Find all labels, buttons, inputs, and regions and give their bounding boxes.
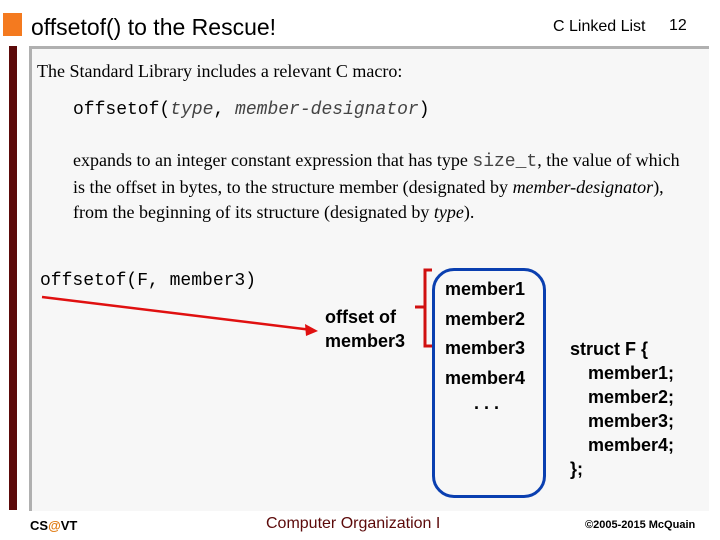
- footer-vt: VT: [60, 518, 78, 533]
- arg-member: member-designator: [235, 100, 419, 120]
- slide-number: 12: [669, 17, 687, 34]
- offset-label: offset of member3: [325, 305, 405, 353]
- offset-bracket: [415, 268, 432, 348]
- arg-sep: ,: [213, 100, 236, 120]
- member-item: member1: [445, 279, 526, 299]
- footer-at: @: [48, 518, 61, 533]
- struct-line: };: [570, 459, 583, 479]
- expl-part: , the value of which is the offset in by…: [73, 150, 680, 197]
- expl-part: ), from the beginning of its structure (…: [73, 177, 664, 222]
- offset-label-line: member3: [325, 331, 406, 351]
- struct-line: member4;: [588, 435, 675, 455]
- member-item: member3: [445, 338, 526, 358]
- expl-type: size_t: [472, 152, 538, 172]
- offset-label-line: offset of: [325, 307, 396, 327]
- member-item: member2: [445, 308, 526, 329]
- struct-line: member1;: [588, 363, 675, 383]
- member-item: member4: [445, 367, 526, 388]
- arrow-line: [41, 295, 313, 332]
- struct-line: struct F {: [570, 339, 649, 359]
- expl-md: member-designator: [512, 177, 654, 197]
- explanation-text: expands to an integer constant expressio…: [73, 148, 693, 225]
- title-accent-square: [3, 13, 22, 36]
- struct-line: member2;: [588, 387, 675, 407]
- expl-t: type: [433, 202, 464, 222]
- ellipsis: . . .: [474, 393, 500, 413]
- arrow-head-icon: [305, 324, 318, 336]
- struct-memory-box: [432, 268, 546, 498]
- footer-cs: CS: [30, 518, 49, 533]
- macro-signature: offsetof(type, member-designator): [73, 100, 430, 120]
- footer-logo: CS@VT: [30, 518, 77, 533]
- expl-part: expands to an integer constant expressio…: [73, 150, 473, 170]
- content-panel: [29, 46, 709, 511]
- expl-part: ).: [463, 202, 475, 222]
- left-accent-bar: [9, 46, 17, 510]
- course-label: C Linked List: [553, 18, 646, 35]
- intro-text: The Standard Library includes a relevant…: [37, 61, 403, 81]
- struct-definition: struct F { member1; member2; member3; me…: [570, 337, 674, 481]
- slide-title: offsetof() to the Rescue!: [31, 14, 277, 40]
- example-call: offsetof(F, member3): [40, 271, 257, 291]
- macro-name: offsetof(: [73, 100, 171, 120]
- footer-copyright: ©2005-2015 McQuain: [585, 519, 696, 531]
- footer-course: Computer Organization I: [266, 515, 441, 532]
- member-list: member1 member2 member3 member4: [445, 275, 525, 393]
- arg-type: type: [170, 100, 214, 120]
- struct-line: member3;: [588, 411, 675, 431]
- macro-close: ): [418, 100, 430, 120]
